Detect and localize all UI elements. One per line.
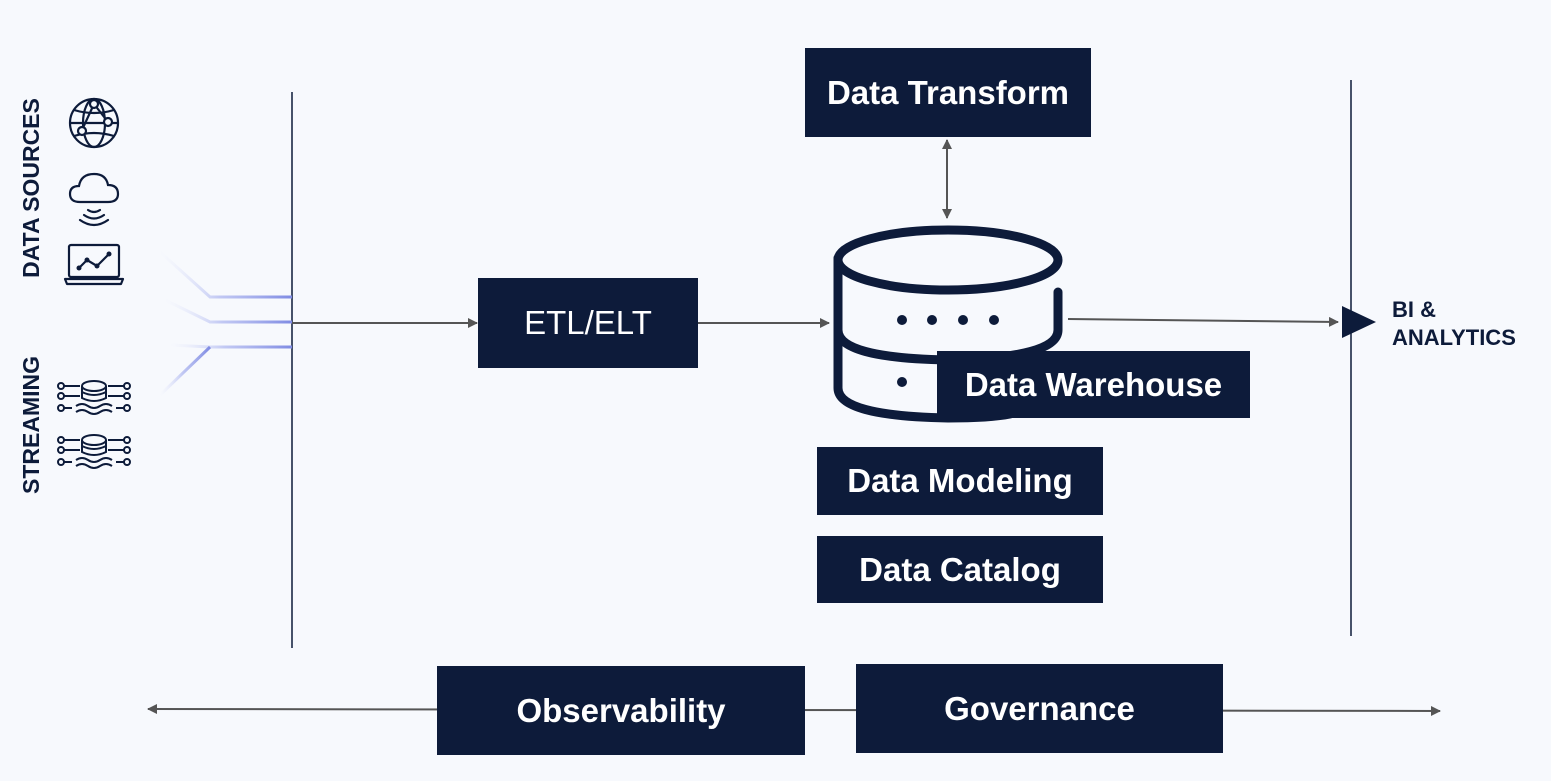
bi-analytics-label: BI & ANALYTICS — [1392, 296, 1516, 352]
data-sources-label: DATA SOURCES — [18, 98, 44, 278]
data-warehouse-box: Data Warehouse — [937, 351, 1250, 418]
data-transform-box: Data Transform — [805, 48, 1091, 137]
database-dots — [897, 315, 999, 387]
globe-network-icon — [68, 97, 120, 149]
streaming-label: STREAMING — [18, 356, 44, 494]
cloud-signal-icon — [68, 172, 120, 227]
incoming-streams — [158, 250, 292, 397]
etl-elt-box: ETL/ELT — [478, 278, 698, 368]
bi-label-line2: ANALYTICS — [1392, 325, 1516, 350]
data-catalog-box: Data Catalog — [817, 536, 1103, 603]
stream-db-icon — [57, 434, 131, 469]
data-modeling-box: Data Modeling — [817, 447, 1103, 515]
bi-arrowhead — [1342, 306, 1376, 338]
observability-box: Observability — [437, 666, 805, 755]
governance-box: Governance — [856, 664, 1223, 753]
arrow-warehouse-to-bi — [1067, 316, 1339, 327]
laptop-chart-icon — [63, 243, 125, 286]
bi-label-line1: BI & — [1392, 297, 1436, 322]
stream-db-icon — [57, 380, 131, 415]
